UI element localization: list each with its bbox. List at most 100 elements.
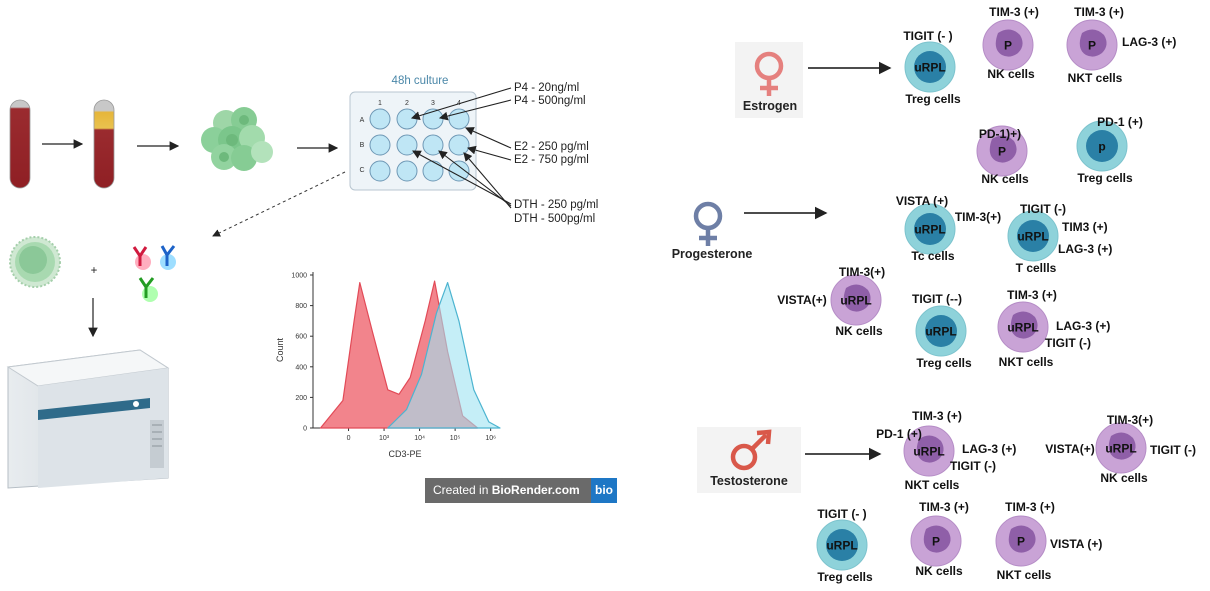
cell-name: NK cells [981, 172, 1029, 186]
cell-nk-cells: uRPL NK cells TIM-3(+) VISTA(+) [777, 265, 885, 338]
y-tick-label: 200 [295, 395, 307, 402]
nk-cell-nucleus [916, 435, 944, 463]
pbmc-cluster-icon [201, 107, 273, 171]
cell-inner-label: uRPL [1105, 442, 1136, 456]
marker-label: TIGIT (-) [950, 459, 996, 473]
marker-label: TIGIT (- ) [903, 29, 952, 43]
marker-label: VISTA (+) [1050, 537, 1102, 551]
marker-label: LAG-3 (+) [1056, 319, 1110, 333]
cell-name: Treg cells [916, 356, 972, 370]
cell-inner-label: P [1004, 39, 1012, 53]
histogram-series-2 [387, 282, 501, 429]
t-cell-nucleus [1086, 130, 1118, 162]
cell-treg-cells: uRPL Treg cells TIGIT (- ) [816, 507, 873, 584]
x-tick-label: 0 [347, 435, 351, 442]
cell-tc-cells: uRPL Tc cells VISTA (+) TIM-3(+) [896, 194, 1001, 263]
marker-label: PD-1 (+) [1097, 115, 1143, 129]
cell-inner-label: uRPL [914, 61, 945, 75]
hormone-label: Estrogen [743, 99, 797, 113]
plate-col-label: 1 [378, 100, 382, 107]
nk-cell-nucleus [1079, 29, 1107, 57]
marker-label: LAG-3 (+) [1058, 242, 1112, 256]
culture-title: 48h culture [392, 75, 449, 87]
marker-label: TIGIT (- ) [817, 507, 866, 521]
cell-name: T cellls [1016, 261, 1057, 275]
condition-label: P4 - 20ng/ml [514, 82, 579, 94]
nk-cell-nucleus [1008, 525, 1036, 553]
biorender-badge[interactable]: Created in BioRender.com bio [425, 478, 617, 503]
antibody-icon [132, 245, 176, 302]
y-axis-label: Count [275, 338, 285, 363]
nk-cell-nucleus [995, 29, 1023, 57]
cell-inner-label: uRPL [914, 223, 945, 237]
cell-inner-label: uRPL [925, 325, 956, 339]
cell-name: NKT cells [997, 568, 1052, 582]
x-tick-label: 10³ [379, 435, 390, 442]
marker-label: TIM-3 (+) [912, 409, 962, 423]
cell-inner-label: uRPL [840, 294, 871, 308]
cell-nk-cells: P NK cells PD-1)+) [976, 125, 1029, 186]
cell-inner-label: uRPL [1017, 230, 1048, 244]
female-symbol-icon [693, 201, 723, 246]
t-cell-nucleus [826, 529, 858, 561]
marker-label: TIM-3(+) [955, 210, 1001, 224]
y-tick-label: 600 [295, 334, 307, 341]
nk-cell-nucleus [1108, 432, 1136, 460]
marker-label: TIGIT (-) [1045, 336, 1091, 350]
condition-arrows [410, 87, 512, 209]
cell-name: NKT cells [905, 478, 960, 492]
cell-inner-label: p [1098, 140, 1105, 154]
marker-label: LAG-3 (+) [1122, 35, 1176, 49]
cell-inner-label: uRPL [826, 539, 857, 553]
cell-name: Tc cells [911, 249, 954, 263]
cell-inner-label: P [998, 145, 1006, 159]
lymphocyte-icon [9, 236, 61, 288]
plate-col-label: 3 [431, 100, 435, 107]
cell-inner-label: P [1088, 39, 1096, 53]
condition-label: E2 - 250 pg/ml [514, 141, 589, 153]
nk-cell-nucleus [989, 135, 1017, 163]
cell-name: Treg cells [905, 92, 961, 106]
marker-label: TIM-3 (+) [1005, 500, 1055, 514]
marker-label: TIM-3 (+) [1007, 288, 1057, 302]
plate-col-label: 2 [405, 100, 409, 107]
t-cell-nucleus [1017, 220, 1049, 252]
blood-tube-icon [9, 99, 31, 189]
hormone-box [697, 427, 801, 493]
badge-brand: BioRender.com [491, 483, 580, 497]
cell-treg-cells: uRPL Treg cells TIGIT (- ) [903, 29, 961, 106]
marker-label: VISTA (+) [896, 194, 948, 208]
cell-name: NK cells [835, 324, 883, 338]
hormone-label: Progesterone [672, 247, 753, 261]
marker-label: TIM-3(+) [839, 265, 885, 279]
marker-label: PD-1)+) [979, 127, 1021, 141]
condition-label: DTH - 500pg/ml [514, 213, 595, 225]
cell-name: Treg cells [817, 570, 873, 584]
y-tick-label: 1000 [291, 273, 307, 280]
centrifuged-tube-icon [93, 99, 115, 189]
cell-inner-label: P [932, 535, 940, 549]
cell-name: NKT cells [999, 355, 1054, 369]
marker-label: VISTA(+) [777, 293, 826, 307]
marker-label: LAG-3 (+) [962, 442, 1016, 456]
marker-label: TIM3 (+) [1062, 220, 1108, 234]
condition-label: E2 - 750 pg/ml [514, 154, 589, 166]
female-symbol-icon [754, 51, 784, 96]
marker-label: VISTA(+) [1045, 442, 1094, 456]
nk-cell-nucleus [843, 284, 871, 312]
condition-label: DTH - 250 pg/ml [514, 199, 598, 211]
plate-row-label: A [360, 117, 365, 124]
plate-row-label: C [359, 167, 364, 174]
cell-name: NK cells [987, 67, 1035, 81]
cell-name: Treg cells [1077, 171, 1133, 185]
cell-name: NK cells [1100, 471, 1148, 485]
